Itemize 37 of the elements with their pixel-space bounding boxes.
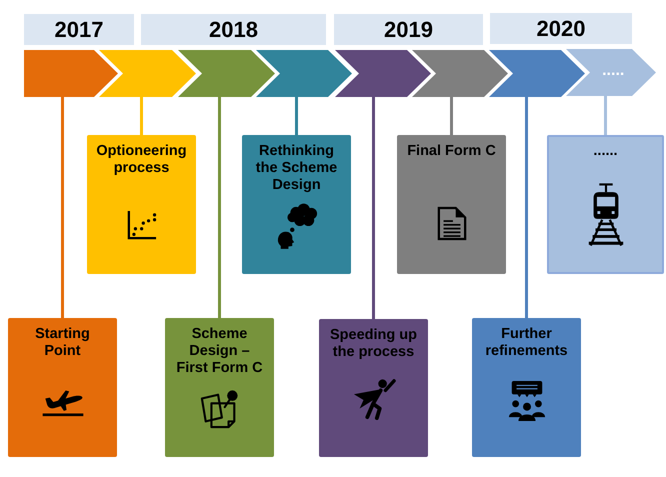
milestone-card (87, 135, 196, 274)
connector-line (450, 97, 453, 135)
segment-label: ..... (602, 62, 624, 79)
milestone-card (547, 135, 664, 274)
card-title: Starting Point (34, 326, 91, 360)
milestone-card (472, 318, 581, 457)
connector-line (372, 97, 375, 319)
timeline-segment (489, 50, 585, 97)
connector-line (525, 97, 528, 318)
card-title: Rethinking the Scheme Design (254, 143, 338, 194)
milestone-card (319, 319, 428, 457)
card-title: Final Form C (406, 143, 497, 160)
timeline-segment (412, 50, 508, 97)
card-title: Further refinements (484, 326, 569, 360)
milestone-card (8, 318, 117, 457)
card-title: ...... (592, 143, 619, 160)
timeline-segment (99, 50, 196, 97)
year-header: 2017 (24, 14, 134, 45)
timeline-segment (178, 50, 275, 97)
connector-line (218, 97, 221, 318)
card-title: Optioneering process (95, 143, 188, 177)
connector-line (295, 97, 298, 135)
connector-line (140, 97, 143, 135)
timeline-segment (256, 50, 352, 97)
card-title: Scheme Design – First Form C (175, 326, 264, 377)
timeline-segment (24, 50, 118, 97)
year-header: 2018 (141, 14, 326, 45)
milestone-card (242, 135, 351, 274)
timeline-segment (566, 49, 656, 96)
card-title: Speeding up the process (329, 327, 418, 361)
connector-line (604, 96, 607, 135)
milestone-card (397, 135, 506, 274)
milestone-card (165, 318, 274, 457)
timeline-segment (335, 50, 431, 97)
year-header: 2020 (490, 13, 632, 44)
year-header: 2019 (334, 14, 483, 45)
connector-line (61, 97, 64, 318)
